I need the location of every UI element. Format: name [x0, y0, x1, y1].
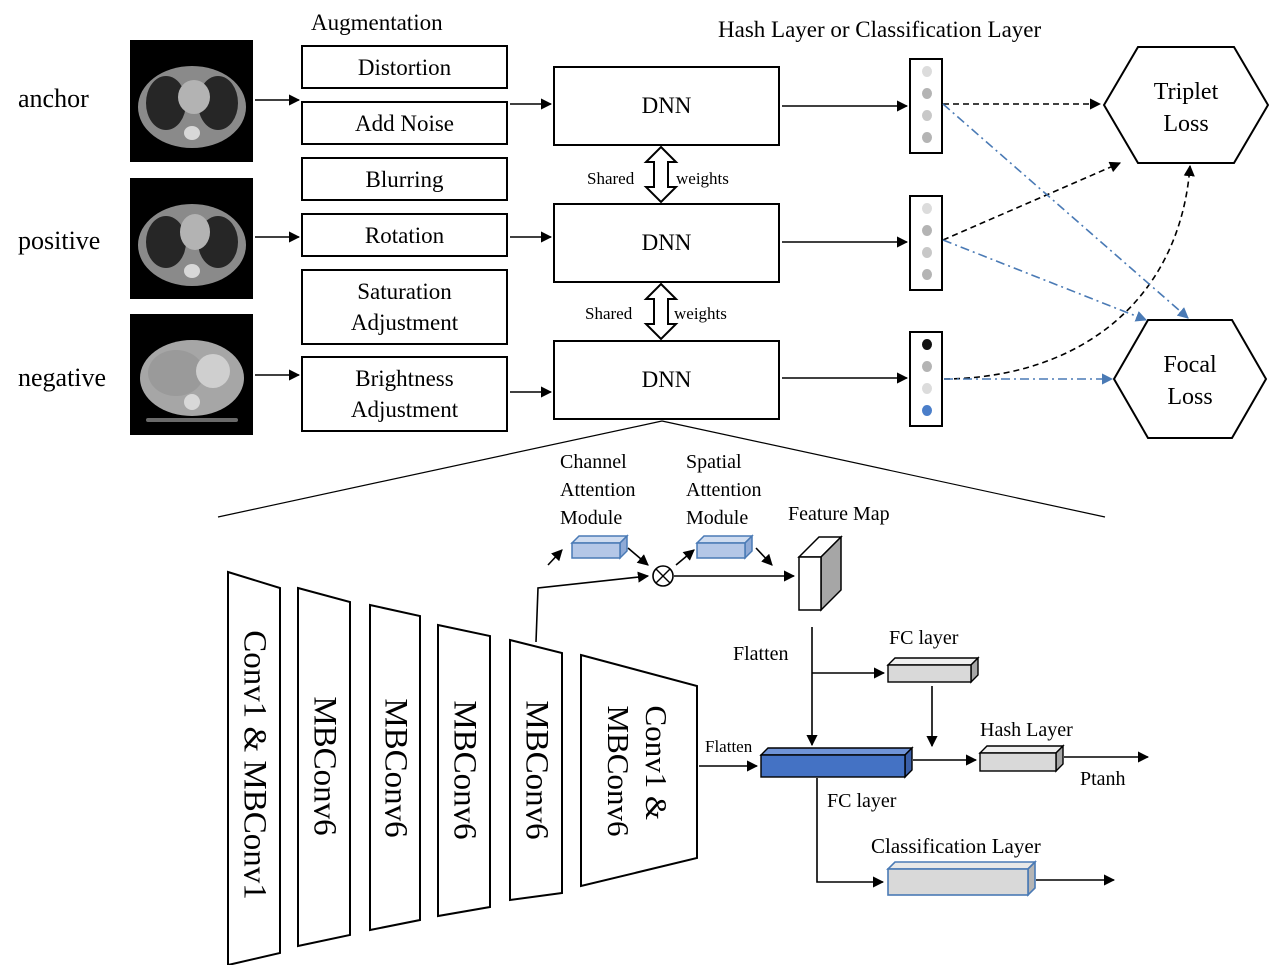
spatial-attention-label: Spatial Attention Module [686, 451, 762, 529]
hash-code-anchor [909, 58, 943, 154]
hash-bit [922, 383, 932, 394]
focal-loss-label: Focal Loss [1163, 352, 1217, 410]
augmentation-header: Augmentation [311, 10, 443, 35]
flatten-label-top: Flatten [733, 643, 789, 665]
layer-conv1-mbconv6 [580, 653, 698, 888]
multiply-cross-b [655, 568, 671, 584]
layer-mbconv6-2 [369, 603, 421, 932]
hash-bit [922, 66, 932, 77]
arrow-to-channel-module [547, 549, 563, 566]
hash-bit [922, 132, 932, 143]
arrow-multiply-to-spatial [675, 549, 695, 566]
path-to-classification [816, 778, 885, 888]
hash-bit [922, 225, 932, 236]
hash-bit [922, 269, 932, 280]
dnn-positive: DNN [553, 203, 780, 283]
spatial-attention-block [695, 534, 754, 560]
zoom-line-left [217, 420, 663, 518]
ptanh-label: Ptanh [1080, 768, 1126, 790]
fc-layer-top-bar [886, 656, 980, 684]
focal-loss-hexagon [1112, 319, 1268, 439]
aug-brightness: Brightness Adjustment [301, 356, 508, 432]
layer-label-mbconv6-2: MBConv6 [377, 698, 414, 838]
arrow-channel-to-multiply [627, 547, 649, 566]
negative-label: negative [18, 363, 107, 392]
layer-label-conv1-mbconv1: Conv1 & MBConv1 [236, 630, 273, 900]
aug-saturation: Saturation Adjustment [301, 269, 508, 345]
dash-negative-to-triplet [943, 164, 1195, 380]
hash-bit [922, 247, 932, 258]
aug-distortion: Distortion [301, 45, 508, 89]
hash-layer-bar [978, 744, 1065, 773]
shared-weights-arrow-2 [643, 282, 679, 341]
triplet-loss-label: Triplet Loss [1153, 79, 1219, 137]
layer-mbconv6-1 [297, 586, 351, 948]
feature-map-label: Feature Map [788, 503, 890, 525]
backbone-to-attention-path [535, 571, 650, 643]
zoom-line-right [661, 420, 1106, 518]
layer-conv1-mbconv1 [227, 570, 281, 965]
hash-code-positive [909, 195, 943, 291]
hash-bit [922, 405, 932, 416]
triplet-loss-hexagon [1102, 46, 1269, 164]
hash-bit [922, 110, 932, 121]
dashdot-anchor-to-focal [942, 103, 1189, 319]
hash-layer-label: Hash Layer [980, 719, 1073, 741]
channel-attention-label: Channel Attention Module [560, 451, 636, 529]
fc-layer-bottom-label: FC layer [827, 790, 897, 812]
fc-layer-top-label: FC layer [889, 627, 959, 649]
hash-bit [922, 339, 932, 350]
layer-mbconv6-3 [437, 623, 491, 918]
classification-layer-bar [886, 860, 1037, 897]
hash-bit [922, 361, 932, 372]
layer-mbconv6-4 [509, 638, 563, 902]
shared-weights-arrow-1 [643, 145, 679, 204]
negative-ct-image [130, 314, 253, 435]
shared-label-2: Shared [585, 304, 633, 323]
anchor-label: anchor [18, 84, 89, 113]
hash-code-negative [909, 331, 943, 427]
layer-label-mbconv6-4: MBConv6 [518, 700, 555, 840]
anchor-ct-image [130, 40, 253, 162]
hash-or-classification-header: Hash Layer or Classification Layer [718, 17, 1042, 42]
aug-blurring: Blurring [301, 157, 508, 201]
positive-ct-image [130, 178, 253, 299]
positive-label: positive [18, 226, 101, 255]
dnn-anchor: DNN [553, 66, 780, 146]
flattened-feature-bar [759, 746, 914, 779]
dash-positive-to-triplet [942, 161, 1122, 241]
classification-layer-label: Classification Layer [871, 834, 1041, 858]
weights-label-1: weights [676, 169, 729, 188]
hash-bit [922, 203, 932, 214]
dashdot-positive-to-focal [942, 239, 1148, 322]
hash-bit [922, 88, 932, 99]
layer-label-mbconv6-1: MBConv6 [306, 696, 343, 836]
feature-map-cube [797, 535, 843, 612]
layer-label-conv1-mbconv6: Conv1 & MBConv6 [601, 705, 674, 837]
weights-label-2: weights [674, 304, 727, 323]
dnn-negative: DNN [553, 340, 780, 420]
channel-attention-block [570, 534, 629, 560]
shared-label-1: Shared [587, 169, 635, 188]
layer-label-mbconv6-3: MBConv6 [446, 700, 483, 840]
flatten-label-backbone: Flatten [705, 737, 753, 756]
aug-rotation: Rotation [301, 213, 508, 257]
arrow-spatial-to-feature [755, 547, 773, 566]
aug-add-noise: Add Noise [301, 101, 508, 145]
